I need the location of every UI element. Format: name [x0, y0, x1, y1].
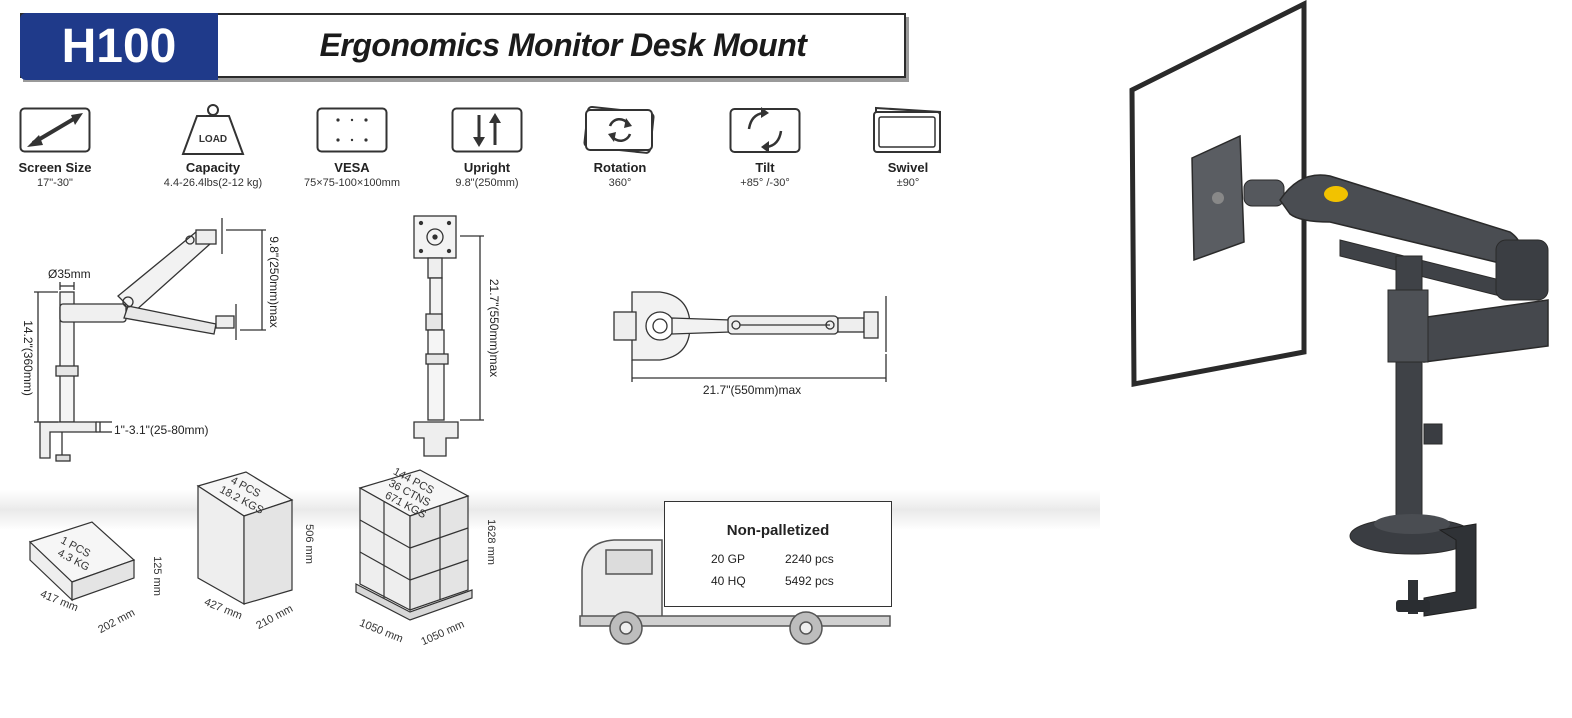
spec-value: +85° /-30°	[740, 177, 790, 189]
product-title: Ergonomics Monitor Desk Mount	[319, 27, 807, 63]
package-carton	[196, 471, 294, 606]
package-single-height: 125 mm	[151, 556, 163, 596]
arrow-diagonal-icon	[19, 107, 91, 153]
model-badge: H100	[20, 13, 218, 80]
technical-drawings: Ø35mm 14.2"(360mm) 1"-3.1"(25-80mm) 9.8"…	[21, 215, 887, 462]
pole-height-label: 14.2"(360mm)	[21, 320, 35, 396]
spec-screen-size: Screen Size 17"-30"	[0, 102, 120, 189]
spec-vesa: VESA 75×75-100×100mm	[287, 102, 417, 189]
packaging-drawings: 1 PCS 4.3 KG 417 mm 202 mm 125 mm 4 PCS …	[28, 466, 497, 648]
package-pallet-length: 1050 mm	[358, 617, 405, 645]
spec-label: Upright	[463, 160, 511, 175]
spec-rotation: Rotation 360°	[555, 102, 685, 189]
shipping-container: 20 GP	[711, 552, 746, 566]
spec-value: 9.8"(250mm)	[455, 177, 519, 189]
package-single-box	[28, 521, 136, 602]
spec-label: Screen Size	[18, 160, 92, 175]
side-view-drawing	[34, 218, 266, 462]
weight-icon: LOAD	[181, 104, 245, 155]
spec-value: ±90°	[896, 177, 920, 189]
spec-value: 75×75-100×100mm	[303, 177, 400, 189]
package-single-width: 202 mm	[96, 607, 137, 636]
spec-swivel: Swivel ±90°	[843, 102, 973, 189]
shipping-container: 40 HQ	[711, 574, 746, 588]
spec-label: Swivel	[887, 160, 929, 175]
package-pallet	[355, 469, 473, 621]
spec-tilt: Tilt +85° /-30°	[700, 102, 830, 189]
shipping-info-box: Non-palletized 20 GP 2240 pcs 40 HQ 5492…	[664, 501, 892, 607]
specs-row: Screen Size 17"-30" LOAD Capacity 4.4-26…	[10, 102, 941, 202]
rotation-icon	[583, 105, 655, 154]
spec-capacity: LOAD Capacity 4.4-26.4lbs(2-12 kg)	[148, 102, 278, 189]
clamp-range-label: 1"-3.1"(25-80mm)	[114, 423, 209, 437]
truck-illustration	[579, 539, 891, 645]
front-height-label: 21.7"(550mm)max	[487, 279, 501, 377]
arm-vertical-label: 9.8"(250mm)max	[267, 236, 281, 328]
package-pallet-height: 1628 mm	[485, 519, 497, 565]
pole-diameter-label: Ø35mm	[48, 267, 91, 281]
spec-value: 4.4-26.4lbs(2-12 kg)	[163, 177, 263, 189]
spec-label: Tilt	[755, 160, 775, 175]
spec-value: 360°	[608, 177, 632, 189]
package-pallet-width: 1050 mm	[419, 618, 466, 648]
package-carton-width: 210 mm	[254, 603, 295, 632]
spec-upright: Upright 9.8"(250mm)	[422, 102, 552, 189]
top-reach-label: 21.7"(550mm)max	[703, 383, 801, 397]
title-bar: H100 Ergonomics Monitor Desk Mount	[20, 13, 906, 80]
shipping-qty: 2240 pcs	[785, 552, 834, 566]
front-view-drawing	[413, 215, 484, 457]
spec-label: VESA	[334, 160, 370, 175]
shipping-title: Non-palletized	[726, 522, 830, 539]
spec-value: 17"-30"	[37, 177, 73, 189]
updown-arrows-icon	[451, 107, 523, 153]
package-carton-height: 506 mm	[303, 524, 315, 564]
weight-icon-text: LOAD	[199, 134, 227, 145]
vesa-icon	[316, 107, 388, 153]
swivel-icon	[873, 106, 941, 154]
spec-label: Capacity	[185, 160, 241, 175]
shipping-qty: 5492 pcs	[785, 574, 834, 588]
top-view-drawing	[613, 291, 887, 382]
spec-label: Rotation	[593, 160, 647, 175]
tilt-icon	[729, 107, 801, 153]
floor-shadow	[0, 490, 1100, 530]
product-photo	[1129, 0, 1549, 617]
